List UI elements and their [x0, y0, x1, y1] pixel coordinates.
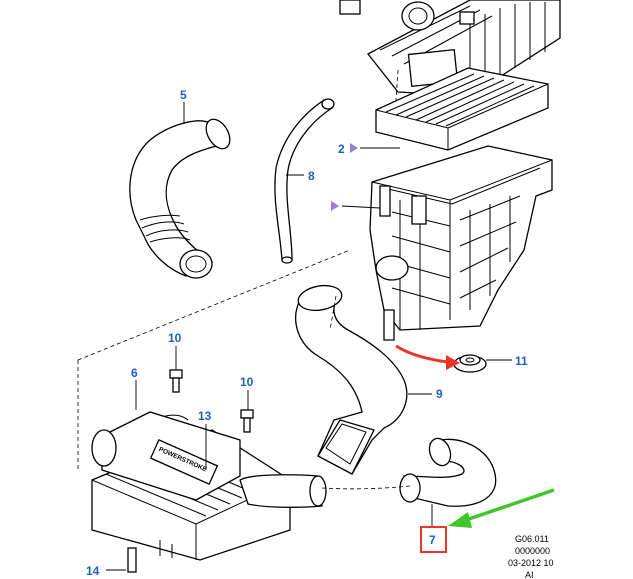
part-10-bolt-b — [240, 409, 254, 433]
part-11-grommet — [453, 354, 487, 373]
air-cleaner-cover — [339, 0, 561, 97]
green-arrow-icon — [448, 488, 555, 528]
triangle-marker-icon — [331, 201, 339, 211]
part-8-vent-tube — [274, 98, 335, 264]
part-5-intake-hose — [129, 118, 231, 279]
callout-14: 14 — [86, 564, 100, 578]
callout-10-a: 10 — [168, 331, 182, 345]
ref-code-line-4: AI — [525, 570, 534, 579]
ref-code-line-3: 03-2012 10 — [508, 558, 554, 568]
callout-6: 6 — [131, 366, 138, 380]
part-7-elbow-hose — [399, 437, 497, 507]
callout-7: 7 — [429, 533, 436, 547]
callout-10-b: 10 — [240, 375, 254, 389]
callout-11: 11 — [515, 354, 528, 368]
air-filter-element — [375, 67, 549, 151]
part-7-highlight-box — [420, 526, 447, 553]
leader-lines — [106, 102, 512, 571]
part-9-air-duct — [295, 284, 408, 475]
part-10-bolt-a — [169, 369, 183, 393]
triangle-marker-icons — [331, 143, 358, 211]
triangle-marker-icon — [350, 143, 358, 153]
red-arrow-icon — [395, 344, 460, 370]
callout-9: 9 — [436, 387, 443, 401]
part-6-resonator — [91, 411, 327, 573]
callout-2: 2 — [338, 142, 345, 156]
air-cleaner-lower-housing — [369, 145, 553, 341]
ref-code-line-1: G06.011 — [515, 534, 549, 544]
ref-code-line-2: 0000000 — [515, 546, 550, 556]
callout-5: 5 — [180, 88, 187, 102]
callout-8: 8 — [308, 169, 315, 183]
assembly-dash-lines — [77, 69, 411, 490]
callout-13: 13 — [198, 409, 212, 423]
